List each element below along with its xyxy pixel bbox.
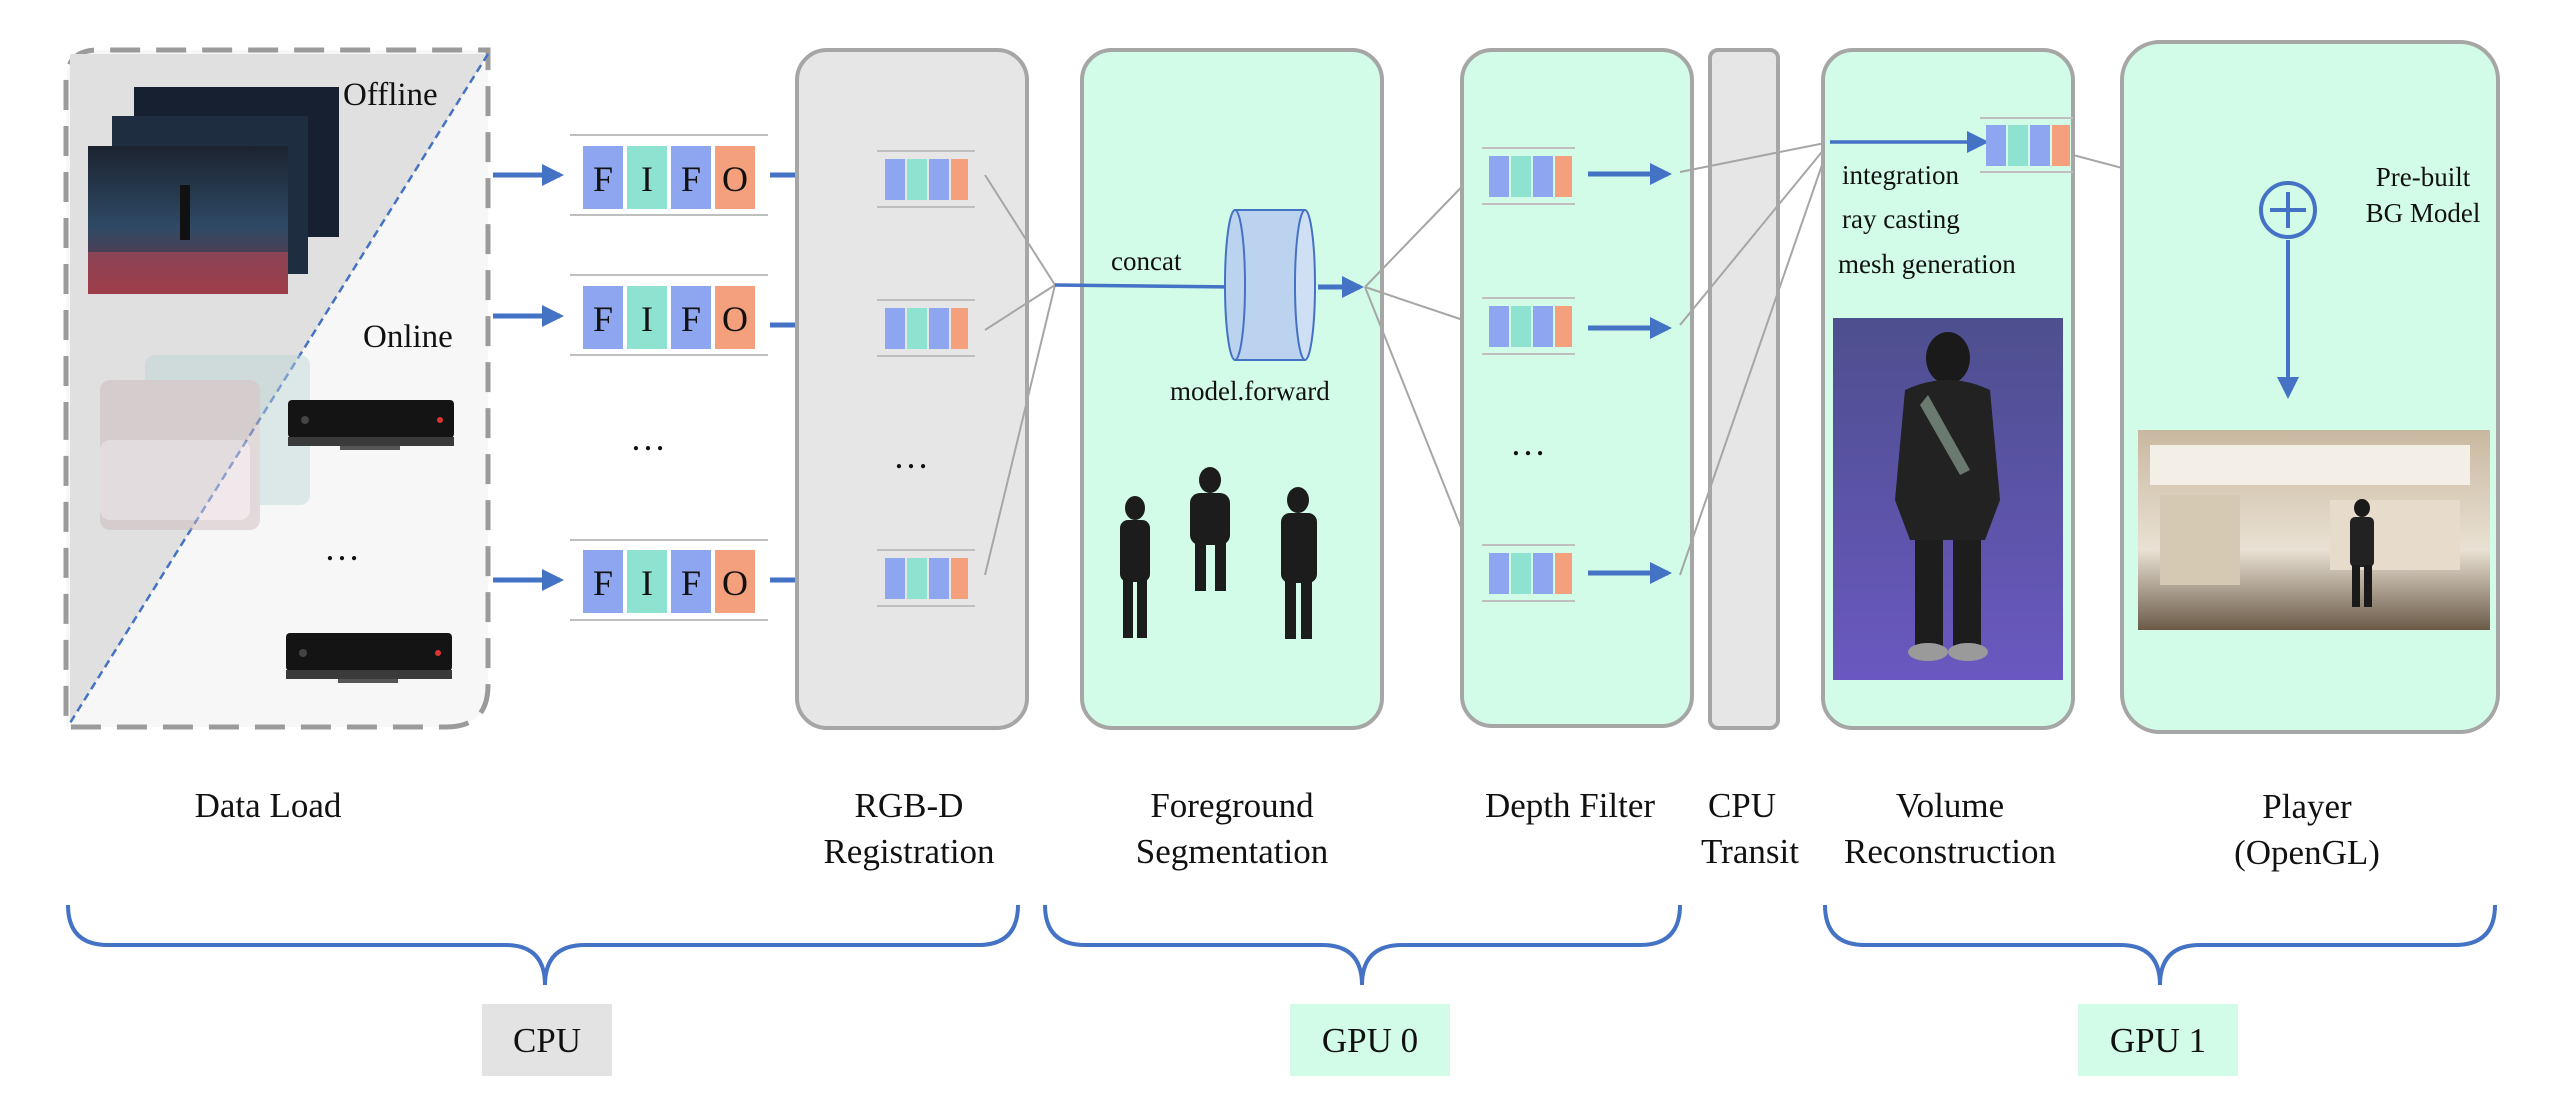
depth-filter-buffer xyxy=(1482,544,1575,602)
depth-filter-buffer xyxy=(1482,147,1575,205)
transit-merge-lines xyxy=(1679,141,1831,576)
kinect-sensor-icon xyxy=(288,400,454,450)
volume-op: integration xyxy=(1842,160,1959,190)
model-cylinder-icon xyxy=(1224,209,1316,361)
depth-filter-buffer xyxy=(1482,297,1575,355)
registration-buffer xyxy=(877,299,975,357)
concat-label: concat xyxy=(1111,246,1182,276)
reconstructed-person-image xyxy=(1833,318,2063,680)
segmented-people-image xyxy=(1120,467,1317,639)
depth-filter-arrows xyxy=(1588,163,1672,584)
composite-plus-icon xyxy=(2259,181,2317,239)
fifo-letter: F xyxy=(593,563,613,603)
fifo-letter: I xyxy=(641,563,653,603)
depth-filter-ellipsis: … xyxy=(1510,423,1546,463)
fifo-letter: O xyxy=(722,299,748,339)
offline-image-stack xyxy=(88,87,339,294)
data-load-ellipsis: … xyxy=(324,528,360,568)
fifo-letter: F xyxy=(681,299,701,339)
fifo-ellipsis: … xyxy=(630,418,666,458)
device-label-gpu0: GPU 0 xyxy=(1322,1021,1418,1060)
stage-labels: Data Load RGB-D Registration Foreground … xyxy=(195,786,2380,872)
registration-ellipsis: … xyxy=(893,436,929,476)
stage-label-player: (OpenGL) xyxy=(2234,833,2380,872)
fifo-letter: F xyxy=(593,159,613,199)
rendered-scene-image xyxy=(2138,430,2490,630)
device-badge-gpu0: GPU 0 xyxy=(1290,1004,1450,1076)
registration-buffer xyxy=(877,549,975,607)
stage-label-volume: Volume xyxy=(1896,786,2004,825)
fifo-letter: F xyxy=(593,299,613,339)
offline-label: Offline xyxy=(343,77,438,113)
volume-op: ray casting xyxy=(1842,204,1960,234)
concat-arrow xyxy=(1054,283,1237,289)
stage-label-segmentation: Segmentation xyxy=(1136,832,1328,871)
fifo-queue: F I F O xyxy=(570,274,768,356)
stage-label-depth-filter: Depth Filter xyxy=(1485,786,1655,825)
fifo-letter: F xyxy=(681,159,701,199)
device-badge-cpu: CPU xyxy=(482,1004,612,1076)
fifo-letter: F xyxy=(681,563,701,603)
registration-buffer xyxy=(877,150,975,208)
device-badge-gpu1: GPU 1 xyxy=(2078,1004,2238,1076)
stage-label-volume: Reconstruction xyxy=(1844,832,2056,871)
data-to-fifo-arrows xyxy=(493,164,564,591)
stage-label-player: Player xyxy=(2262,787,2352,826)
cpu-brace xyxy=(66,904,1020,986)
bg-model-label: Pre-built xyxy=(2376,162,2471,192)
volume-buffer xyxy=(1980,117,2073,173)
gpu0-brace xyxy=(1043,904,1682,986)
stage-label-segmentation: Foreground xyxy=(1150,786,1314,825)
device-label-gpu1: GPU 1 xyxy=(2110,1021,2206,1060)
stage-label-data-load: Data Load xyxy=(195,786,342,825)
stage-label-registration: Registration xyxy=(823,832,994,871)
depth-filter-panel xyxy=(1460,48,1694,728)
fifo-letter: O xyxy=(722,563,748,603)
volume-op: mesh generation xyxy=(1838,249,2016,279)
registration-panel xyxy=(795,48,1029,730)
model-forward-label: model.forward xyxy=(1170,376,1330,406)
segmentation-fanout-lines xyxy=(1364,169,1479,571)
fifo-queue: F I F O xyxy=(570,539,768,621)
fifo-letter: I xyxy=(641,159,653,199)
stage-label-registration: RGB-D xyxy=(855,786,964,825)
device-braces xyxy=(66,904,2497,986)
gpu1-brace xyxy=(1823,904,2497,986)
fifo-queue: F I F O xyxy=(570,134,768,216)
kinect-sensor-icon xyxy=(286,633,452,683)
fifo-letter: O xyxy=(722,159,748,199)
bg-model-label: BG Model xyxy=(2366,198,2481,228)
online-label: Online xyxy=(363,319,453,355)
device-label-cpu: CPU xyxy=(513,1021,581,1060)
stage-label-cpu-transit: CPU xyxy=(1708,786,1776,825)
online-frames-faded xyxy=(100,355,310,530)
registration-merge-lines xyxy=(984,174,1056,576)
fifo-letter: I xyxy=(641,299,653,339)
stage-label-cpu-transit: Transit xyxy=(1701,832,1799,871)
